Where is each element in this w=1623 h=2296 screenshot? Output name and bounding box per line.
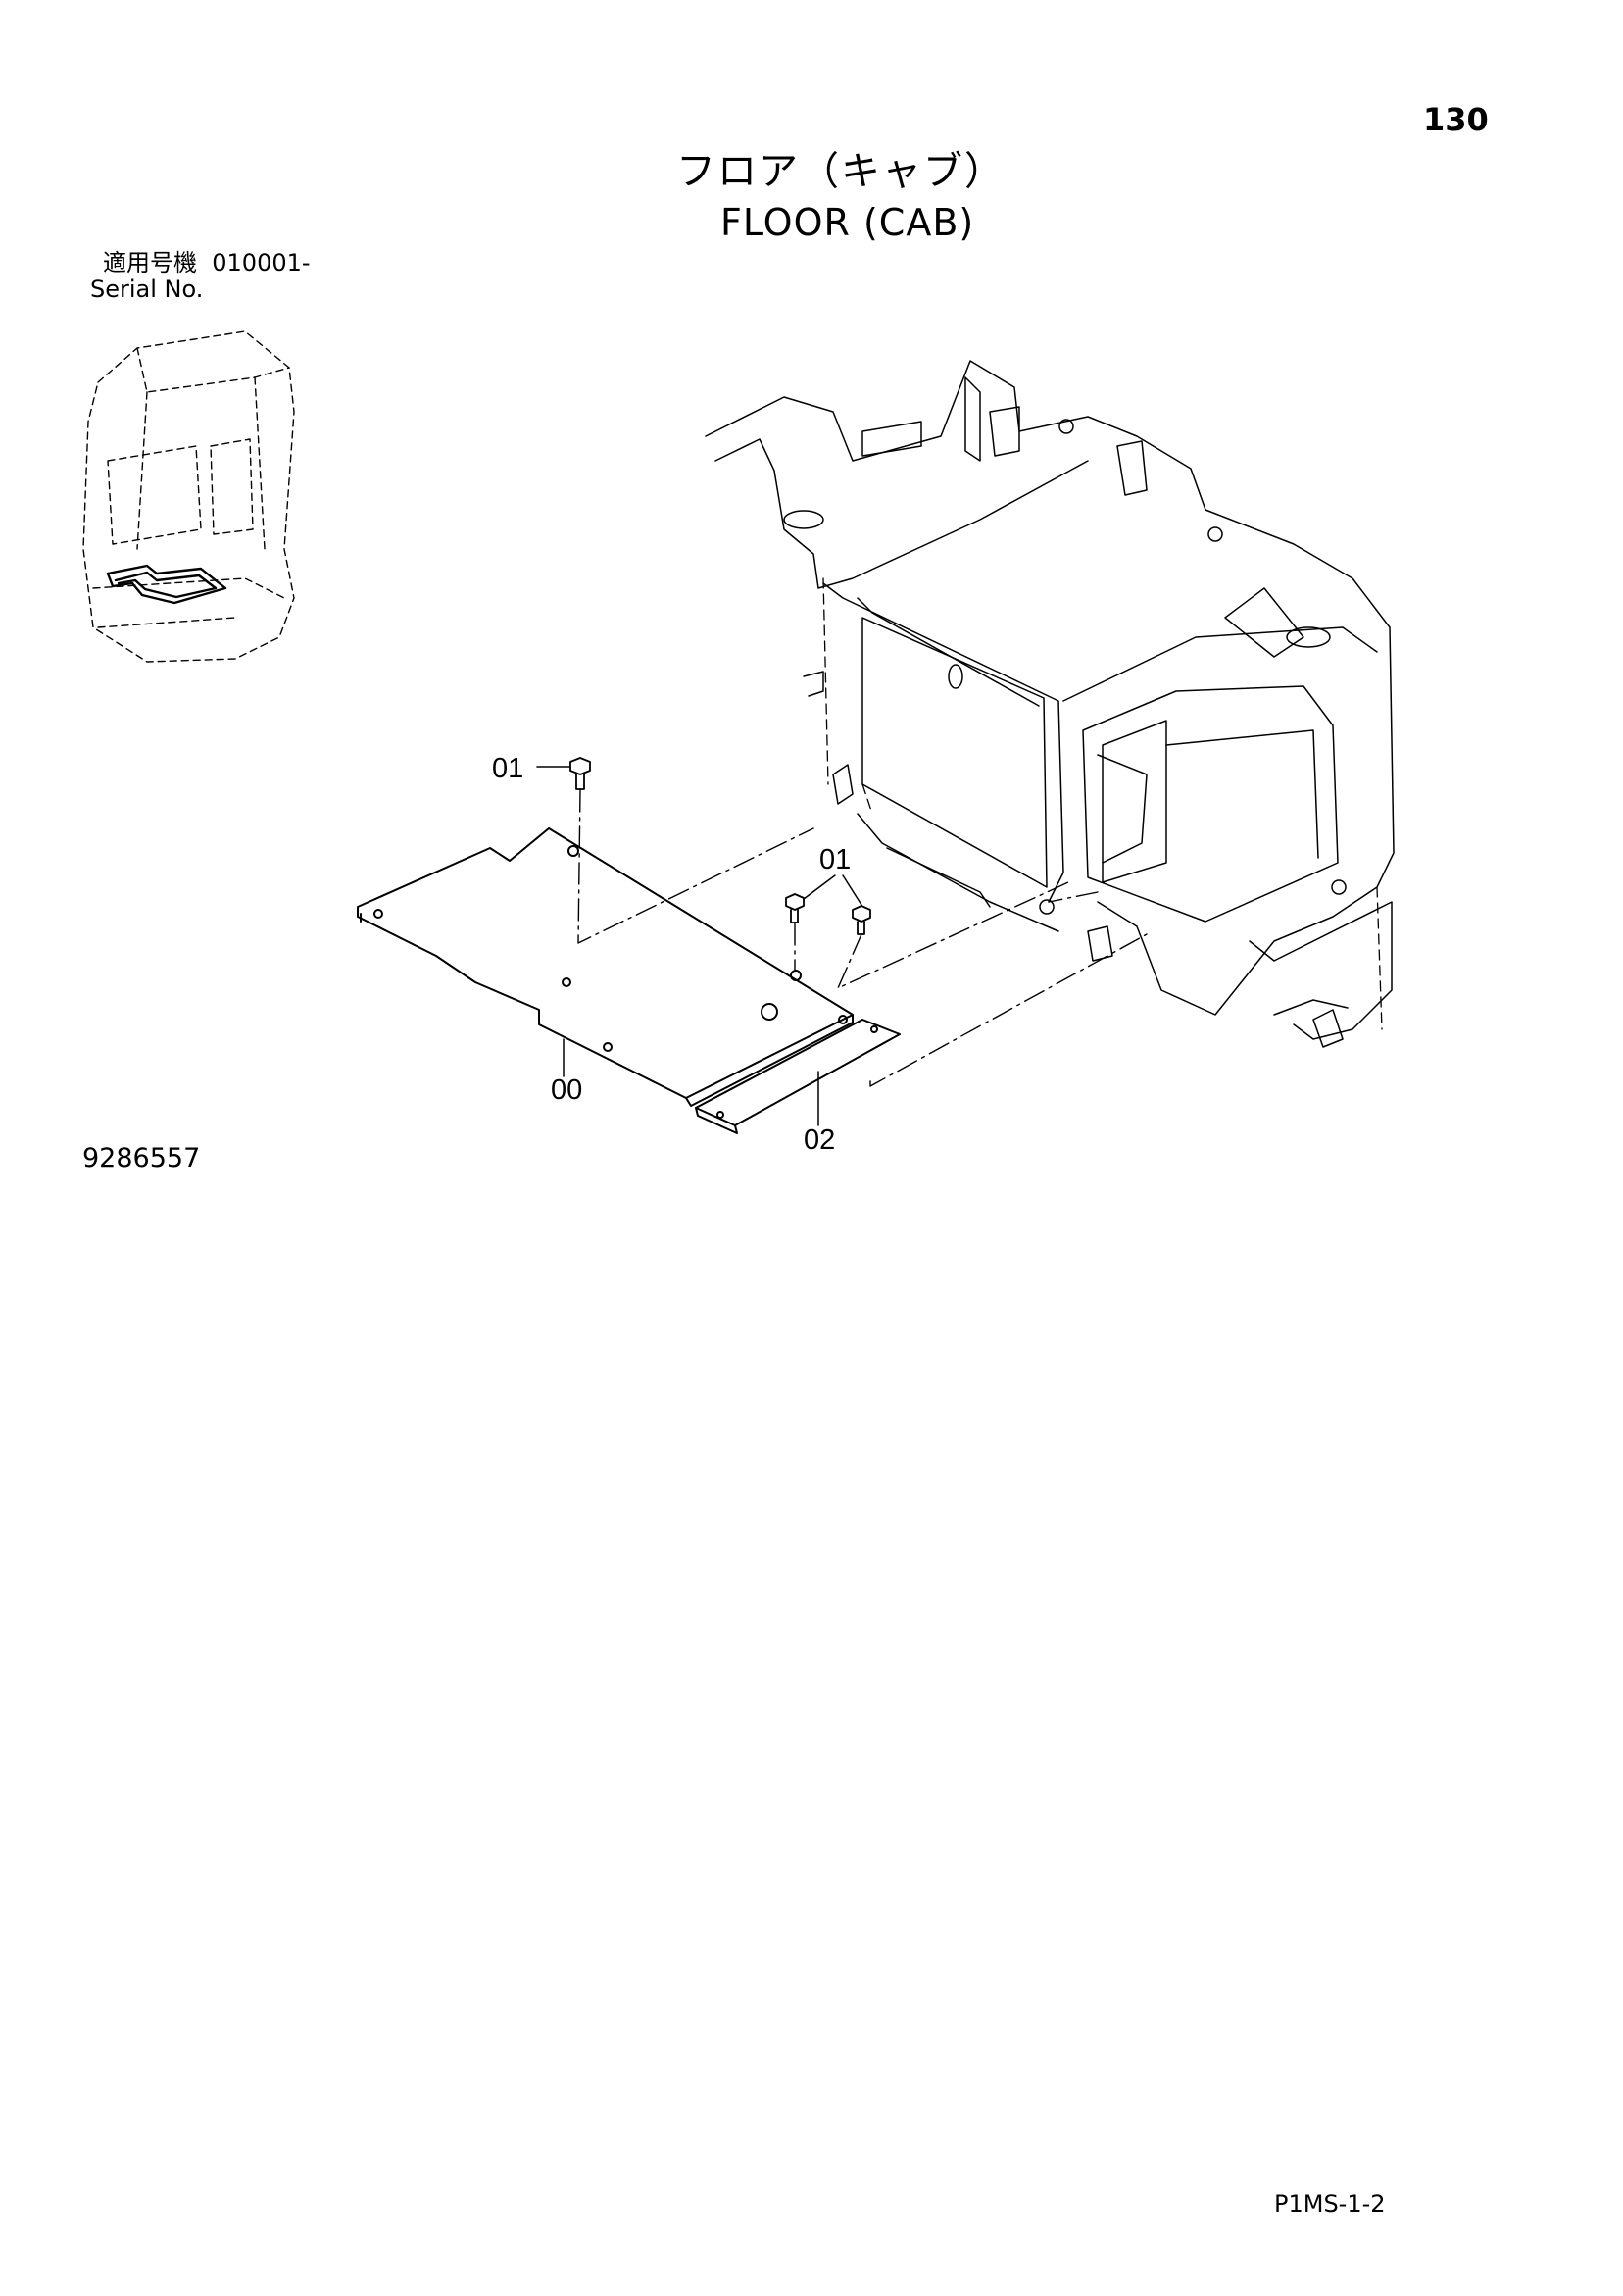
page-title-japanese: フロア（キャブ） [676,149,1006,194]
callout-leader-lines [536,766,862,1126]
drawing-number: 9286557 [82,1143,201,1173]
page-code: P1MS-1-2 [1274,2190,1386,2218]
callout-01-lower: 01 [819,844,852,875]
cab-thumbnail-illustration [82,330,295,663]
serial-label-jp: 適用号機 [103,249,197,276]
callout-00: 00 [551,1074,583,1106]
page-number: 130 [1423,101,1489,138]
floor-location-highlight [106,564,227,605]
serial-label-en: Serial No. [90,275,204,303]
page-title-english: FLOOR (CAB) [720,201,975,244]
cab-frame-structure [705,360,1395,1048]
callout-01-upper: 01 [492,753,524,784]
serial-value: 010001- [212,249,311,276]
assembly-guide-lines [577,789,1148,1087]
plate-part-02 [695,1019,901,1134]
serial-applicable-label: 適用号機 010001- [103,251,311,275]
callout-02: 02 [804,1124,836,1156]
frame-hidden-lines [822,577,1383,1030]
floor-mat-part-00 [357,827,854,1107]
